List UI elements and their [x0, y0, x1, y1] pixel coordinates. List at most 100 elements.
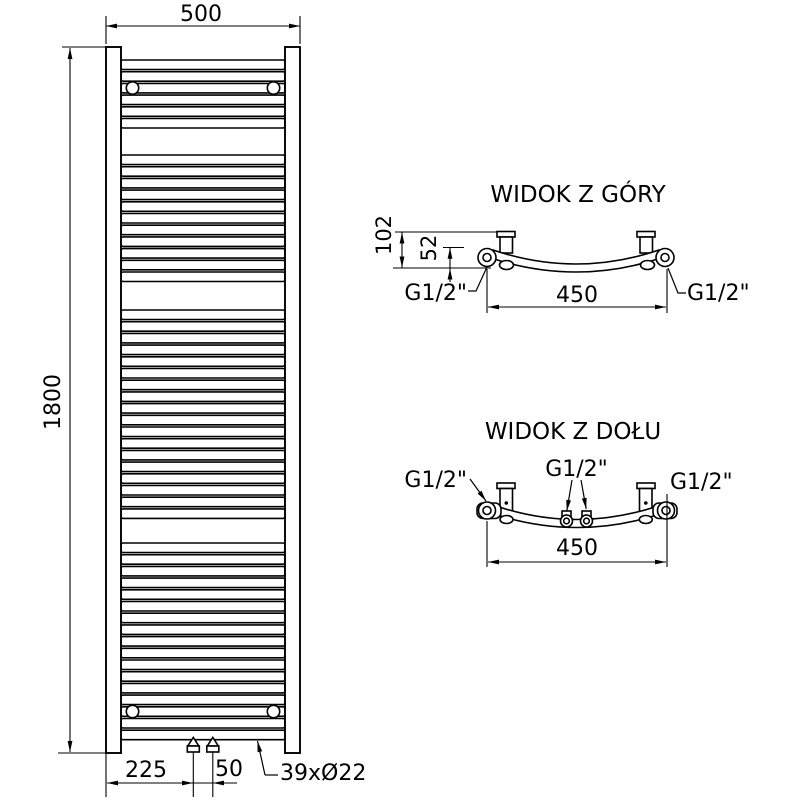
radiator-tube: [120, 729, 286, 741]
radiator-tube: [120, 437, 286, 450]
radiator-tube: [120, 612, 286, 624]
dimension-pipe-depth: 52: [417, 235, 453, 282]
top-view-fitting-right: [655, 247, 675, 268]
radiator-tube: [120, 259, 286, 271]
radiator-tubes: [120, 59, 286, 741]
bracket-boss-bottom-right: [266, 704, 281, 719]
radiator-tube: [120, 635, 286, 647]
thread-value: G1/2": [545, 457, 608, 482]
thread-callout-bottom-center: G1/2": [545, 457, 608, 512]
radiator-tube: [120, 165, 286, 177]
radiator-tube: [120, 624, 286, 636]
radiator-tube: [120, 94, 286, 106]
radiator-tube: [120, 201, 286, 213]
width-value: 500: [180, 2, 222, 27]
radiator-tube: [120, 496, 286, 508]
radiator-tube: [120, 344, 286, 356]
dimension-bottom-connection-spacing: 450: [486, 494, 668, 567]
radiator-tube: [120, 426, 286, 438]
right-collector: [284, 46, 301, 754]
thread-callout-bottom-right: G1/2": [670, 470, 733, 495]
radiator-tube: [120, 588, 286, 601]
radiator-tube: [120, 717, 286, 729]
bracket-boss-top-right: [266, 81, 281, 96]
connection-spacing-value: 450: [556, 283, 598, 308]
radiator-tube: [120, 484, 286, 496]
thread-value: G1/2": [670, 470, 733, 495]
bottom-view-curved-tube: [490, 503, 664, 529]
bracket-foot-left: [498, 259, 515, 271]
radiator-tube: [120, 59, 286, 71]
valve-connection-right: [205, 736, 220, 797]
radiator-tube: [120, 542, 286, 554]
radiator-tube: [120, 236, 286, 248]
radiator-tube: [120, 177, 286, 189]
radiator-tube: [120, 247, 286, 259]
bottom-view-bracket-left: [496, 482, 516, 515]
total-depth-value: 102: [372, 215, 396, 255]
radiator-tube: [120, 577, 286, 589]
tube-spec-callout: 39xØ22: [256, 740, 366, 786]
radiator-tube: [120, 449, 286, 461]
bottom-view-fitting-right: [652, 501, 678, 520]
radiator-tube: [120, 117, 286, 129]
thread-callout-top-left: G1/2": [404, 266, 488, 306]
top-view-bracket-left: [496, 230, 516, 254]
thread-value: G1/2": [687, 281, 750, 306]
bracket-boss-top-left: [125, 81, 140, 96]
thread-value: G1/2": [404, 281, 467, 306]
radiator-tube: [120, 391, 286, 403]
radiator-tube: [120, 82, 286, 94]
radiator-tube: [120, 565, 286, 577]
dimension-top-connection-spacing: 450: [486, 269, 668, 313]
valve-connection-left: [186, 736, 201, 797]
radiator-tube: [120, 332, 286, 344]
bracket-foot-left: [499, 514, 514, 525]
radiator-tube: [120, 659, 286, 671]
top-view: WIDOK Z GÓRY 102 52: [372, 180, 750, 313]
bracket-foot-right: [638, 514, 654, 525]
top-view-title: WIDOK Z GÓRY: [490, 180, 666, 208]
bottom-view-fitting-left: [476, 501, 502, 520]
radiator-tube: [120, 70, 286, 82]
radiator-tube: [120, 189, 286, 201]
radiator-tube: [120, 379, 286, 391]
radiator-tube: [120, 106, 286, 118]
radiator-tube: [120, 367, 286, 379]
radiator-tube: [120, 154, 286, 166]
radiator-tube: [120, 553, 286, 566]
radiator-tube: [120, 682, 286, 694]
valve-spacing-value: 50: [215, 757, 243, 782]
bottom-view-title: WIDOK Z DOŁU: [485, 419, 661, 445]
radiator-tube: [120, 670, 286, 683]
dimension-total-depth: 102: [372, 215, 405, 268]
radiator-tube: [120, 694, 286, 706]
thread-callout-bottom-left: G1/2": [404, 468, 487, 502]
radiator-tube: [120, 402, 286, 414]
top-view-bracket-right: [636, 230, 656, 254]
radiator-tube: [120, 414, 286, 426]
thread-value: G1/2": [404, 468, 467, 493]
radiator-tube: [120, 705, 286, 718]
radiator-tube: [120, 508, 286, 520]
top-view-curved-tube: [490, 248, 662, 273]
radiator-tube: [120, 355, 286, 368]
top-view-fitting-left: [477, 247, 497, 268]
radiator-tube: [120, 320, 286, 333]
dimension-height: 1800: [41, 46, 107, 754]
left-collector: [105, 46, 122, 754]
bottom-view: WIDOK Z DOŁU: [404, 419, 733, 567]
radiator-tube: [120, 212, 286, 224]
offset-value: 225: [125, 758, 167, 783]
radiator-tube: [120, 472, 286, 485]
connection-spacing-value: 450: [556, 536, 598, 561]
thread-callout-top-right: G1/2": [667, 267, 750, 306]
radiator-tube: [120, 600, 286, 612]
tube-spec-value: 39xØ22: [280, 761, 366, 786]
dimension-bottom-connections: 225 50: [105, 753, 243, 797]
radiator-tube: [120, 271, 286, 283]
height-value: 1800: [41, 374, 66, 430]
front-view: 500 1800 225 50 39xØ22: [41, 2, 366, 797]
